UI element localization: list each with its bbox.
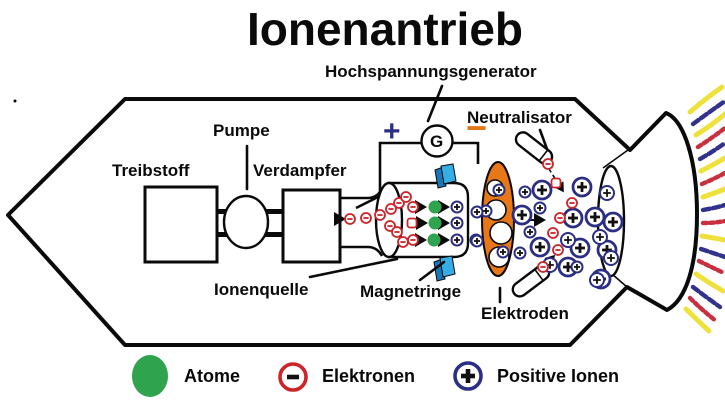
- dot-artifact: [13, 99, 17, 103]
- electron-icon: [407, 201, 419, 213]
- leader-lines: [245, 84, 549, 304]
- electron-icon: [566, 197, 578, 209]
- magnet-ring-top: [434, 163, 457, 189]
- label-magnetringe: Magnetringe: [360, 282, 462, 301]
- atom-icon: [428, 200, 442, 214]
- electron-icon: [391, 226, 403, 238]
- positive-ion-icon: [496, 245, 510, 259]
- propellant-tank: [143, 185, 219, 264]
- label-hochspannungsgenerator: Hochspannungsgenerator: [325, 62, 537, 81]
- positive-ion-icon: [470, 234, 484, 248]
- positive-ion-icon: [513, 246, 527, 260]
- electron-icon: [400, 191, 412, 203]
- electron-icon: [374, 209, 386, 221]
- generator-letter: G: [430, 132, 444, 151]
- evaporator-box: [281, 188, 342, 264]
- generator-wire: [355, 141, 422, 210]
- electron-icon: [397, 236, 409, 248]
- positive-ion-icon: [450, 216, 464, 230]
- electron-icon: [547, 227, 559, 239]
- electron-legend-icon: [278, 362, 308, 392]
- positive-ion-icon: [603, 250, 619, 266]
- legend-symbols: [132, 355, 483, 397]
- positive-ion-legend-icon: [453, 361, 483, 391]
- label-ionenquelle: Ionenquelle: [214, 280, 309, 299]
- atom-icon: [428, 216, 442, 230]
- positive-ion-icon: [529, 236, 551, 258]
- positive-ion-icon: [470, 205, 484, 219]
- rocket-outline: [6, 97, 699, 347]
- exhaust-plume: [683, 84, 725, 334]
- electrode-grid: [481, 161, 515, 277]
- positive-ion-icon: [592, 229, 608, 245]
- electron-square-icon: [550, 177, 562, 189]
- electron-icon: [360, 212, 372, 224]
- electron-icon: [537, 261, 549, 273]
- positive-ion-icon: [450, 233, 464, 247]
- minus-terminal: −: [466, 107, 488, 148]
- electron-icon: [552, 244, 564, 256]
- positive-ion-icon: [492, 183, 506, 197]
- positive-ion-icon: [562, 207, 584, 229]
- legend-label-atome: Atome: [184, 366, 241, 386]
- atom-icon: [427, 233, 441, 247]
- positive-ion-icon: [511, 204, 533, 226]
- generator-circle: [420, 124, 454, 158]
- positive-ion-icon: [570, 260, 584, 274]
- positive-ion-icon: [523, 225, 537, 239]
- electron-icon: [554, 212, 566, 224]
- legend-label-positive-ionen: Positive Ionen: [497, 366, 620, 386]
- positive-ion-icon: [584, 206, 606, 228]
- page-title: Ionenantrieb: [247, 3, 524, 55]
- positive-ion-icon: [518, 185, 532, 199]
- electron-icon: [344, 213, 356, 225]
- positive-ion-icon: [569, 237, 591, 259]
- label-treibstoff: Treibstoff: [112, 161, 190, 180]
- atom-legend-icon: [132, 355, 168, 397]
- electron-icon: [407, 234, 419, 246]
- positive-ion-icon: [533, 201, 547, 215]
- label-neutralisator: Neutralisator: [467, 108, 572, 127]
- positive-ion-icon: [531, 179, 553, 201]
- positive-ion-icon: [599, 185, 615, 201]
- plus-terminal: +: [383, 115, 401, 148]
- positive-ion-icon: [571, 176, 593, 198]
- pump-circle: [222, 194, 270, 250]
- positive-ion-icon: [450, 200, 464, 214]
- electron-square-icon: [406, 217, 418, 229]
- positive-ion-icon: [589, 272, 605, 288]
- positive-ion-icon: [560, 232, 576, 248]
- label-verdampfer: Verdampfer: [253, 161, 347, 180]
- positive-ion-icon: [602, 211, 624, 233]
- legend-label-elektronen: Elektronen: [322, 366, 416, 386]
- label-pumpe: Pumpe: [213, 121, 270, 140]
- electron-icon: [542, 158, 554, 170]
- label-elektroden: Elektroden: [481, 304, 569, 323]
- electron-icon: [385, 203, 397, 215]
